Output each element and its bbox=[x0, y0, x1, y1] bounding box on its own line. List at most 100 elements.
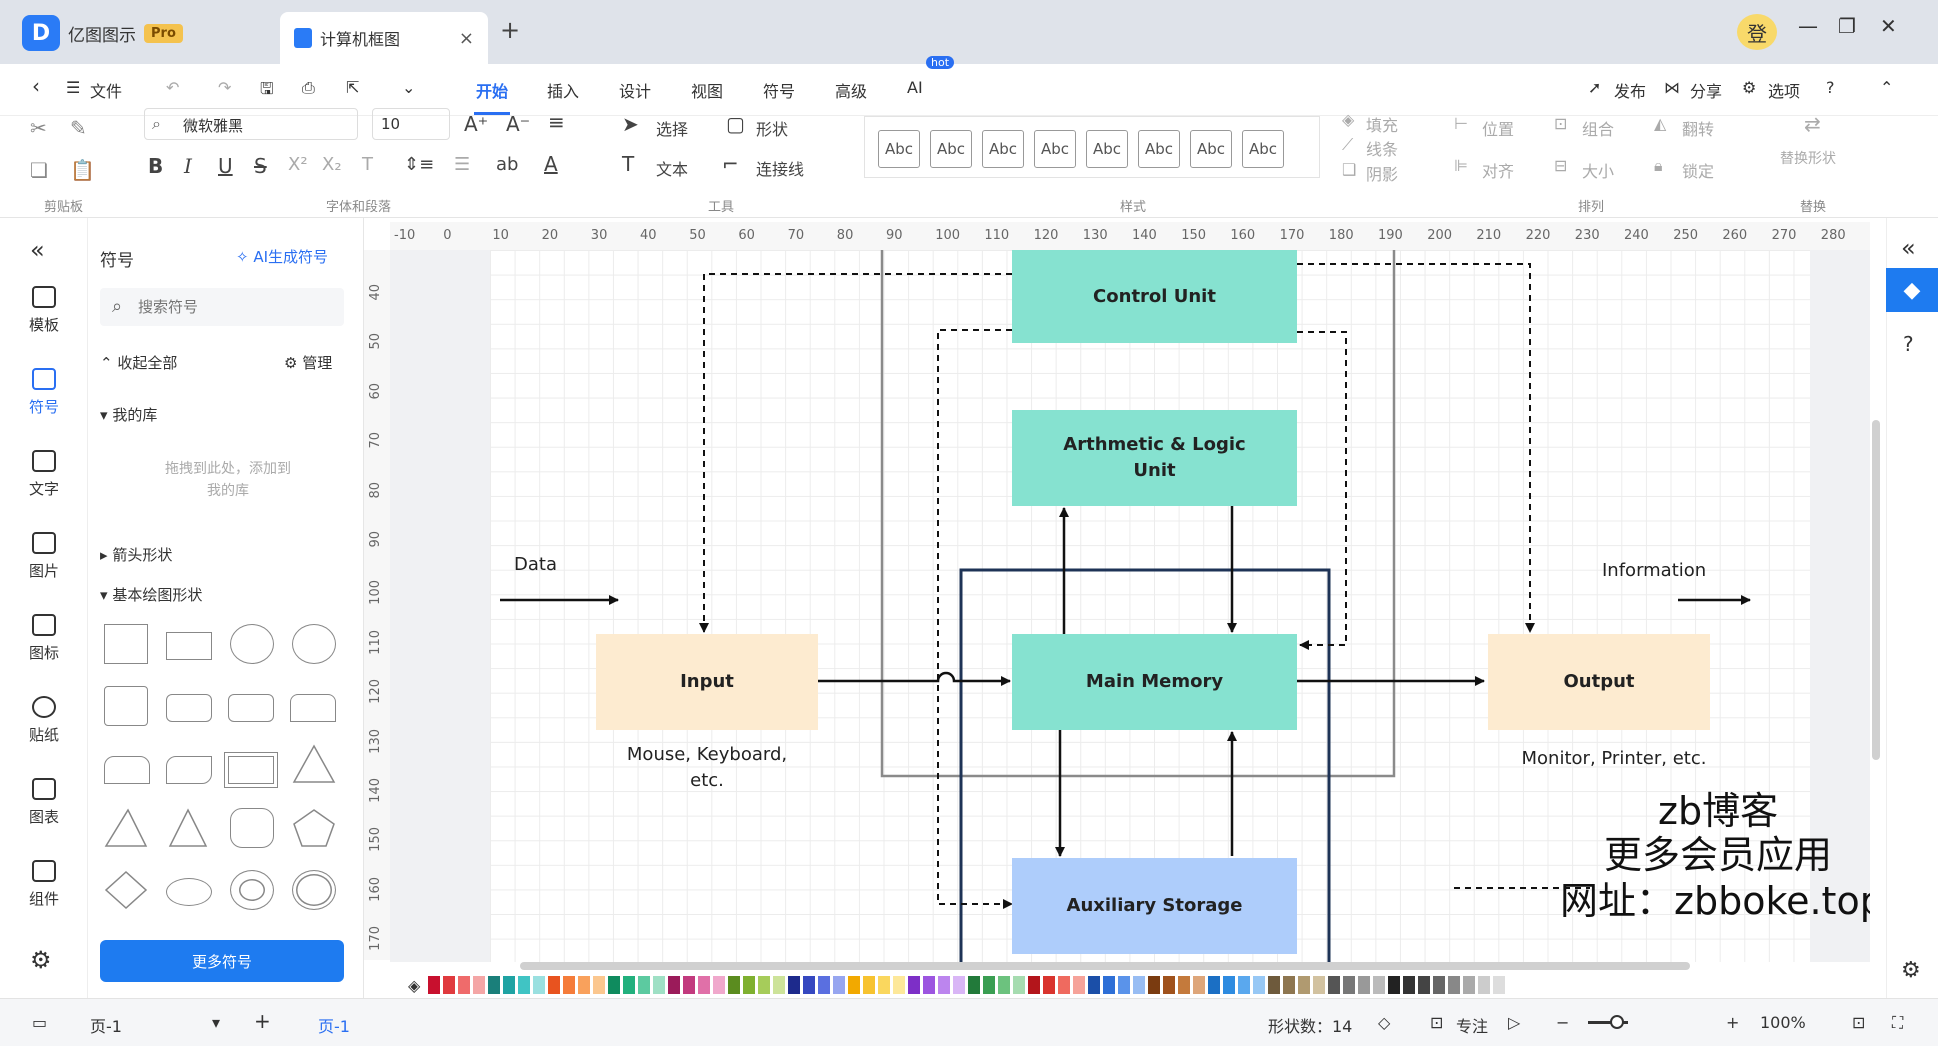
color-swatch[interactable] bbox=[1313, 976, 1326, 994]
color-swatch[interactable] bbox=[1208, 976, 1221, 994]
color-swatch[interactable] bbox=[773, 976, 786, 994]
active-page-tab[interactable]: 页-1 bbox=[318, 1017, 350, 1036]
style-sample-4[interactable]: Abc bbox=[1034, 130, 1076, 168]
ai-generate-symbol-button[interactable]: ✧ AI生成符号 bbox=[236, 248, 329, 266]
color-swatch[interactable] bbox=[1193, 976, 1206, 994]
select-tool[interactable]: 选择 bbox=[656, 120, 689, 139]
style-sample-5[interactable]: Abc bbox=[1086, 130, 1128, 168]
page-panel-icon[interactable]: ▭ bbox=[32, 1013, 48, 1032]
main-memory-node[interactable]: Main Memory bbox=[1012, 634, 1297, 730]
shape-frame[interactable] bbox=[224, 752, 278, 788]
color-swatch[interactable] bbox=[1118, 976, 1131, 994]
app-tab[interactable]: D 亿图图示 Pro bbox=[22, 10, 183, 56]
shape-oval[interactable] bbox=[166, 878, 212, 906]
color-swatch[interactable] bbox=[1088, 976, 1101, 994]
color-swatch[interactable] bbox=[1283, 976, 1296, 994]
color-swatch[interactable] bbox=[1493, 976, 1506, 994]
add-page-button[interactable]: + bbox=[254, 1009, 271, 1033]
print-icon[interactable]: ⎙ bbox=[302, 78, 315, 97]
hamburger-icon[interactable]: ☰ bbox=[66, 78, 81, 97]
color-swatch[interactable] bbox=[653, 976, 666, 994]
replace-shape-button[interactable]: 替换形状 bbox=[1780, 151, 1836, 167]
color-swatch[interactable] bbox=[998, 976, 1011, 994]
information-label[interactable]: Information bbox=[1602, 560, 1707, 581]
color-swatch[interactable] bbox=[608, 976, 621, 994]
style-sample-8[interactable]: Abc bbox=[1242, 130, 1284, 168]
control-unit-node[interactable]: Control Unit bbox=[1012, 250, 1297, 343]
zoom-out-icon[interactable]: − bbox=[1556, 1013, 1570, 1032]
zoom-in-icon[interactable]: + bbox=[1726, 1013, 1740, 1032]
color-swatch[interactable] bbox=[1418, 976, 1431, 994]
sidebar-item-image[interactable]: 图片 bbox=[0, 532, 88, 581]
color-swatch[interactable] bbox=[1403, 976, 1416, 994]
color-swatch[interactable] bbox=[428, 976, 441, 994]
lock-button[interactable]: 锁定 bbox=[1682, 162, 1715, 181]
canvas[interactable]: Control Unit Arthmetic & Logic Unit Main… bbox=[390, 250, 1870, 962]
collapse-ribbon-icon[interactable]: ⌃ bbox=[1880, 78, 1894, 97]
color-swatch[interactable] bbox=[1133, 976, 1146, 994]
color-swatch[interactable] bbox=[623, 976, 636, 994]
tab-design[interactable]: 设计 bbox=[619, 82, 652, 101]
tab-start[interactable]: 开始 bbox=[476, 82, 509, 101]
color-swatch[interactable] bbox=[1433, 976, 1446, 994]
color-swatch[interactable] bbox=[443, 976, 456, 994]
color-swatch[interactable] bbox=[1343, 976, 1356, 994]
back-icon[interactable]: ‹ bbox=[32, 74, 40, 98]
settings-icon[interactable]: ⚙ bbox=[1901, 958, 1921, 983]
text-tool[interactable]: 文本 bbox=[656, 160, 689, 179]
line-spacing-icon[interactable]: ⇕≡ bbox=[404, 154, 435, 175]
color-swatch[interactable] bbox=[683, 976, 696, 994]
file-menu[interactable]: 文件 bbox=[90, 82, 123, 101]
paste-icon[interactable]: 📋 bbox=[70, 158, 95, 182]
text-case-icon[interactable]: T bbox=[362, 154, 373, 175]
color-swatch[interactable] bbox=[1328, 976, 1341, 994]
export-icon[interactable]: ⇱ bbox=[346, 78, 360, 97]
color-swatch[interactable] bbox=[593, 976, 606, 994]
subscript-icon[interactable]: X₂ bbox=[322, 154, 342, 175]
page-selector[interactable]: 页-1 bbox=[90, 1017, 122, 1036]
input-devices-label[interactable]: Mouse, Keyboard, etc. bbox=[626, 744, 788, 791]
color-swatch[interactable] bbox=[1043, 976, 1056, 994]
alu-node[interactable]: Arthmetic & Logic Unit bbox=[1012, 410, 1297, 506]
tab-insert[interactable]: 插入 bbox=[547, 82, 580, 101]
control-to-output-line[interactable] bbox=[1297, 263, 1535, 633]
color-swatch[interactable] bbox=[803, 976, 816, 994]
color-swatch[interactable] bbox=[1058, 976, 1071, 994]
save-icon[interactable]: 🖫 bbox=[260, 79, 274, 98]
color-swatch[interactable] bbox=[578, 976, 591, 994]
fullscreen-icon[interactable]: ⛶ bbox=[1892, 1013, 1904, 1032]
color-swatch[interactable] bbox=[548, 976, 561, 994]
font-size-select[interactable]: 10 bbox=[372, 108, 450, 140]
share-icon[interactable]: ⋈ bbox=[1664, 78, 1680, 97]
color-swatch[interactable] bbox=[698, 976, 711, 994]
shape-square[interactable] bbox=[104, 624, 148, 664]
shadow-button[interactable]: 阴影 bbox=[1366, 165, 1399, 184]
shape-rectangle[interactable] bbox=[166, 632, 212, 660]
tab-advanced[interactable]: 高级 bbox=[835, 82, 868, 101]
shape-round-top-rectangle[interactable] bbox=[104, 756, 150, 784]
color-swatch[interactable] bbox=[503, 976, 516, 994]
no-fill-icon[interactable]: ◈ bbox=[408, 975, 421, 995]
color-swatch[interactable] bbox=[878, 976, 891, 994]
shape-rounded-rectangle[interactable] bbox=[166, 694, 212, 722]
shape-circle[interactable] bbox=[230, 624, 274, 664]
copy-icon[interactable]: ❏ bbox=[30, 158, 48, 182]
color-swatch[interactable] bbox=[1448, 976, 1461, 994]
publish-button[interactable]: 发布 bbox=[1614, 82, 1647, 101]
color-swatch[interactable] bbox=[1163, 976, 1176, 994]
play-icon[interactable]: ▷ bbox=[1508, 1013, 1521, 1032]
tab-ai[interactable]: AI bbox=[907, 78, 923, 97]
shape-right-triangle[interactable] bbox=[104, 808, 148, 848]
bold-icon[interactable]: B bbox=[148, 154, 164, 178]
shape-tab-rectangle[interactable] bbox=[290, 694, 336, 722]
tab-symbol[interactable]: 符号 bbox=[763, 82, 796, 101]
color-swatch[interactable] bbox=[1178, 976, 1191, 994]
drawing-page[interactable] bbox=[490, 250, 1810, 962]
layers-icon[interactable]: ◇ bbox=[1378, 1013, 1391, 1032]
control-to-storage-line[interactable] bbox=[937, 329, 1013, 909]
tab-view[interactable]: 视图 bbox=[691, 82, 724, 101]
line-button[interactable]: 线条 bbox=[1366, 140, 1399, 159]
color-swatch[interactable] bbox=[668, 976, 681, 994]
highlight-icon[interactable]: ab bbox=[496, 154, 519, 175]
color-swatch[interactable] bbox=[1148, 976, 1161, 994]
